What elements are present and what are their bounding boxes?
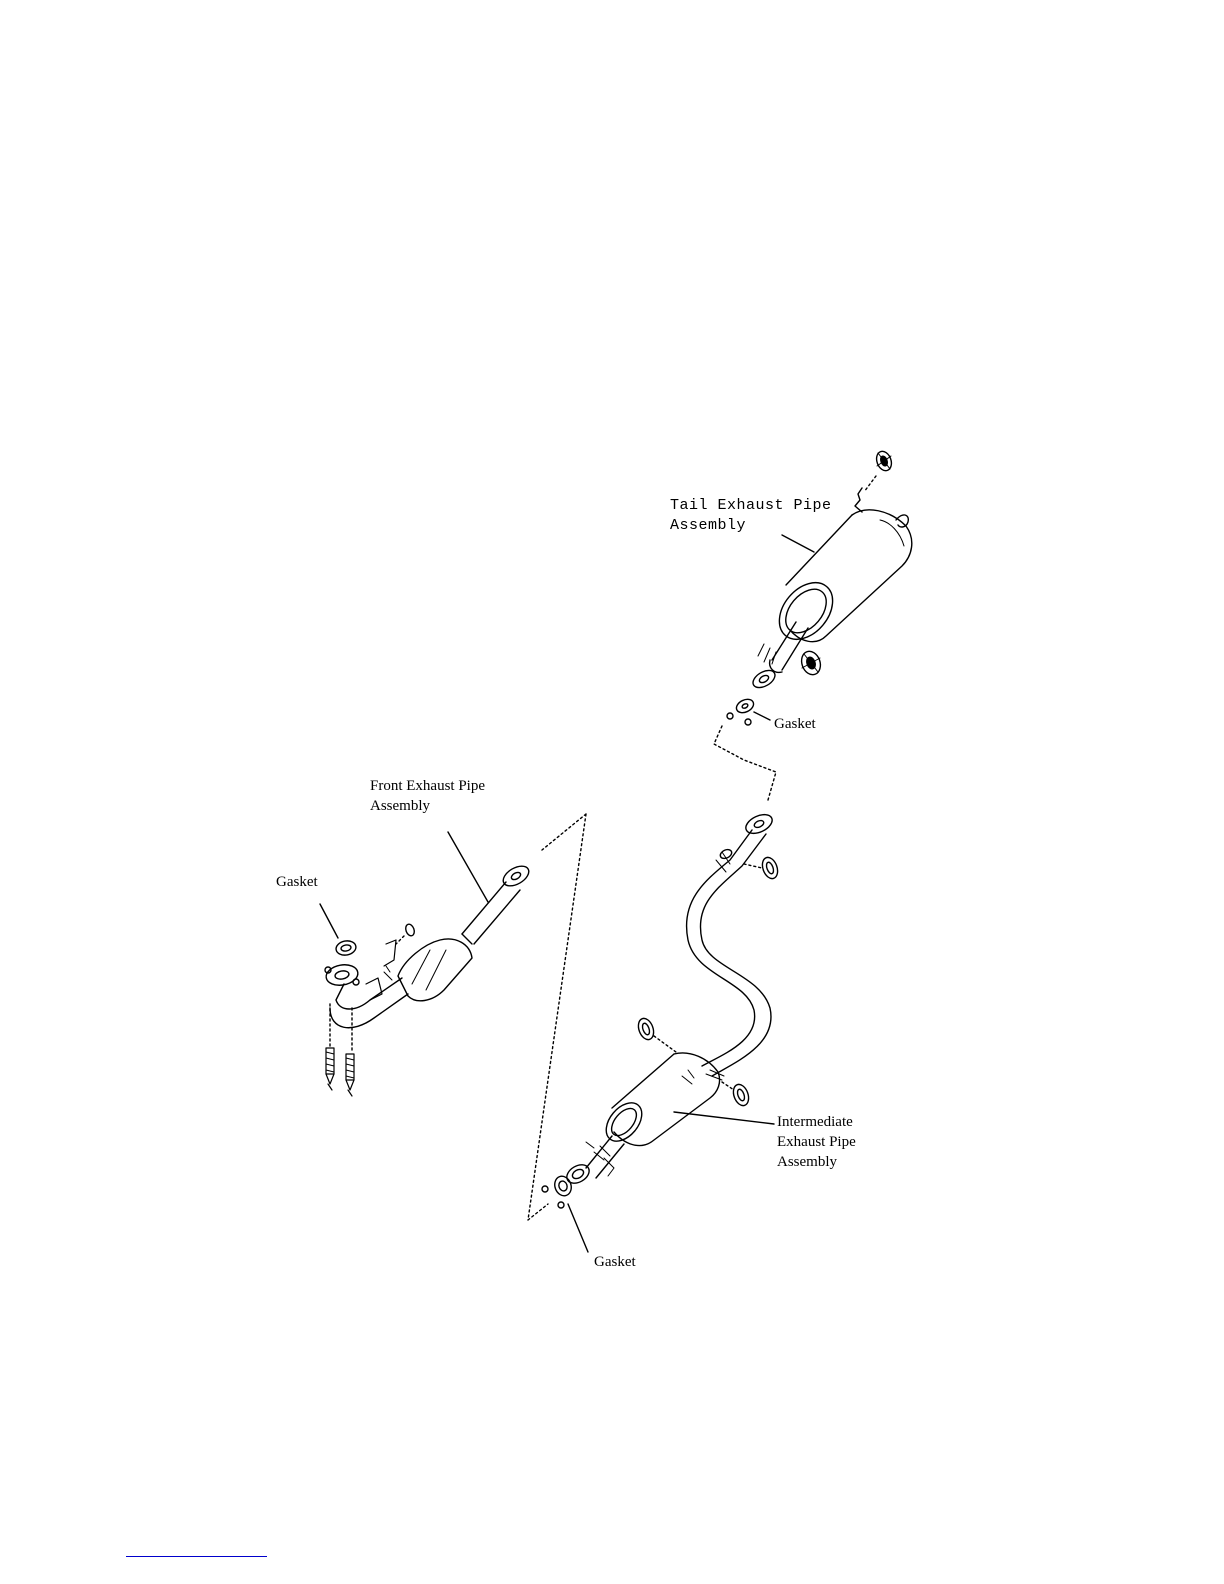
intermediate-exhaust-pipe-assembly xyxy=(564,811,781,1187)
label-gasket-tail-text: Gasket xyxy=(774,716,816,732)
label-tail-line2: Assembly xyxy=(670,516,832,536)
label-front-line2: Assembly xyxy=(370,796,485,816)
intermediate-right-rubber-hanger xyxy=(731,1082,752,1107)
intermediate-top-flange xyxy=(743,811,775,837)
label-intermediate-line1: Intermediate xyxy=(777,1112,856,1132)
tail-hanger-bracket xyxy=(855,488,862,512)
tail-side-rubber-hanger xyxy=(798,649,823,678)
tail-top-rubber-hanger xyxy=(874,449,894,473)
label-intermediate-exhaust-pipe: Intermediate Exhaust Pipe Assembly xyxy=(777,1112,856,1172)
tail-hanger-dotted-line xyxy=(864,476,876,492)
label-gasket-front: Gasket xyxy=(276,872,318,892)
front-gasket xyxy=(320,904,357,957)
label-gasket-tail: Gasket xyxy=(774,714,816,734)
label-intermediate-line3: Assembly xyxy=(777,1152,856,1172)
footnote-separator-rule xyxy=(126,1556,267,1557)
label-front-line1: Front Exhaust Pipe xyxy=(370,776,485,796)
intermediate-upper-rubber-hanger xyxy=(760,855,781,880)
intermediate-left-rubber-hanger xyxy=(636,1016,657,1041)
catalytic-converter xyxy=(398,934,472,1001)
label-gasket-front-text: Gasket xyxy=(276,874,318,890)
label-tail-exhaust-pipe: Tail Exhaust Pipe Assembly xyxy=(670,496,832,536)
label-front-exhaust-pipe: Front Exhaust Pipe Assembly xyxy=(370,776,485,816)
intermediate-resonator xyxy=(599,1053,724,1148)
label-gasket-bottom: Gasket xyxy=(594,1252,636,1272)
label-gasket-bottom-text: Gasket xyxy=(594,1254,636,1270)
intermediate-leader-line xyxy=(674,1112,774,1124)
front-gasket-leader-line xyxy=(320,904,338,938)
front-pipe xyxy=(462,882,520,944)
tail-gasket-leader-line xyxy=(754,712,770,720)
front-to-intermediate-dotted-line xyxy=(528,814,586,1220)
bottom-gasket-leader-line xyxy=(568,1204,588,1252)
tail-exhaust-pipe-assembly xyxy=(750,449,912,691)
front-flange-studs xyxy=(326,1004,354,1096)
tail-leader-line xyxy=(782,535,814,552)
front-exhaust-pipe-assembly xyxy=(325,832,533,1028)
front-outlet-flange xyxy=(500,862,532,890)
bottom-gasket-group xyxy=(542,1174,588,1252)
tail-to-intermediate-dotted-line xyxy=(714,726,776,800)
label-intermediate-line2: Exhaust Pipe xyxy=(777,1132,856,1152)
front-leader-line xyxy=(448,832,488,902)
label-tail-line1: Tail Exhaust Pipe xyxy=(670,496,832,516)
tail-gasket-group xyxy=(727,697,770,725)
